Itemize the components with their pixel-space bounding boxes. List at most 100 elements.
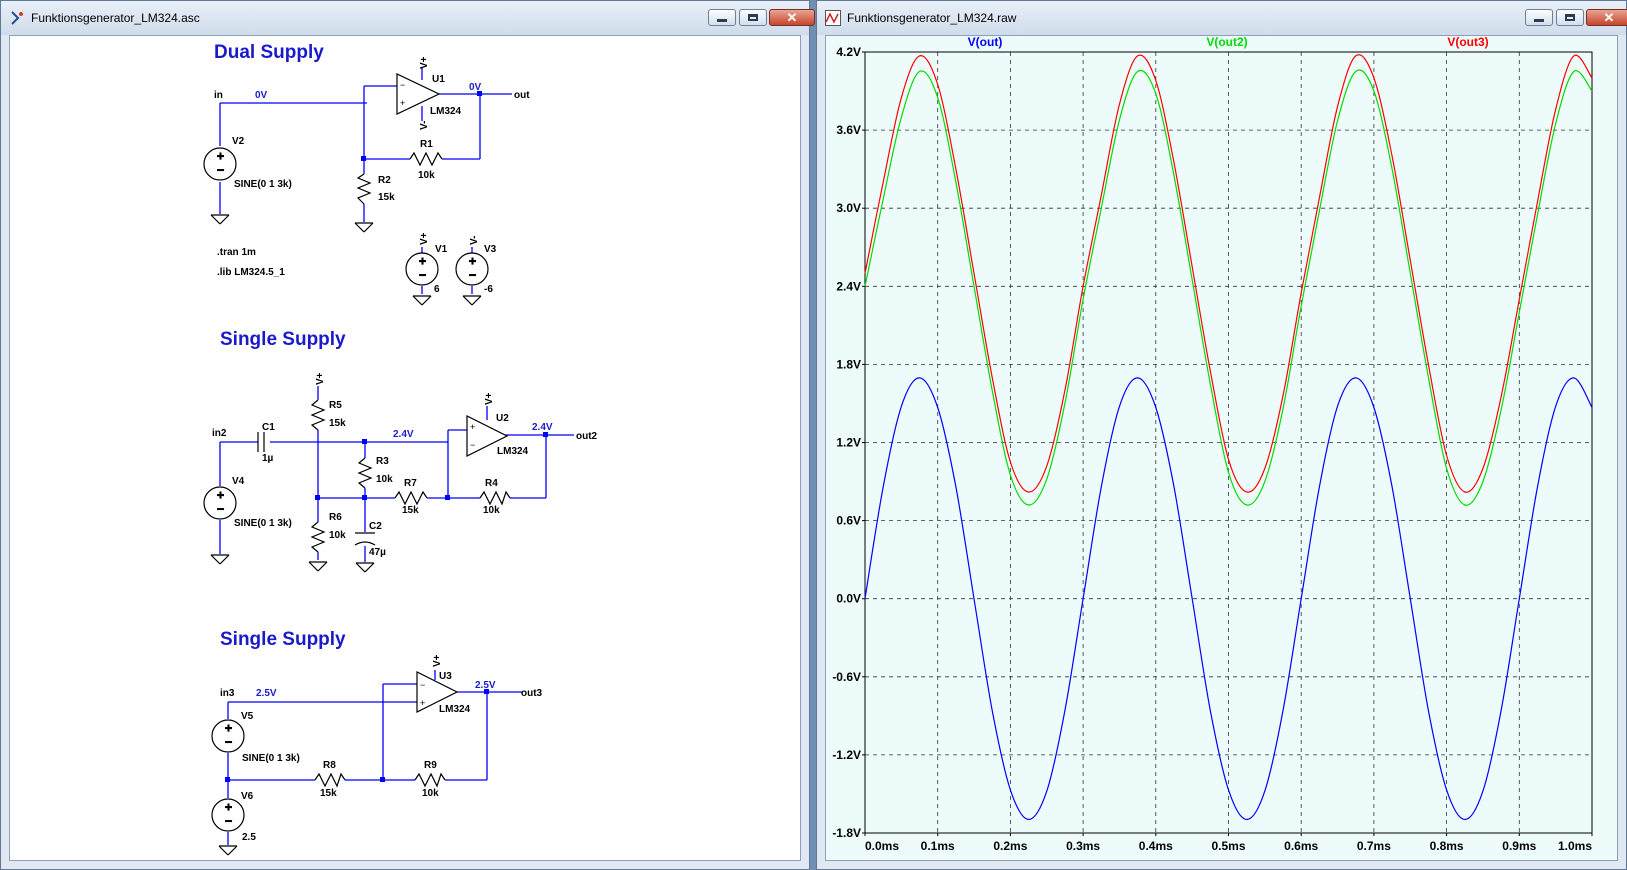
net-label-in3: in3 <box>220 688 235 699</box>
y-tick-label: -1.8V <box>832 826 861 840</box>
close-icon: ✕ <box>786 10 798 25</box>
ref-r3: R3 <box>376 456 389 467</box>
voltage-in3: 2.5V <box>256 688 277 699</box>
circuit-dual-supply[interactable] <box>219 67 512 294</box>
opamp-u1[interactable] <box>396 73 441 115</box>
ref-r2: R2 <box>378 175 391 186</box>
waveform-close-button[interactable]: ✕ <box>1586 9 1627 26</box>
y-tick-labels: 4.2V3.6V3.0V2.4V1.8V1.2V0.6V0.0V-0.6V-1.… <box>832 45 865 840</box>
ref-v5: V5 <box>241 711 254 722</box>
schematic-titlebar[interactable]: Funktionsgenerator_LM324.asc ✕ <box>1 1 815 35</box>
ref-v1: V1 <box>435 244 448 255</box>
source-v2[interactable] <box>203 147 237 181</box>
ref-v3: V3 <box>484 244 497 255</box>
ref-v4: V4 <box>232 476 245 487</box>
maximize-icon <box>748 14 758 21</box>
ref-r5: R5 <box>329 400 342 411</box>
y-tick-label: 2.4V <box>836 279 861 293</box>
schematic-window: Funktionsgenerator_LM324.asc ✕ +− Dual S… <box>0 0 815 870</box>
spec-v5: SINE(0 1 3k) <box>242 753 300 764</box>
circuit2-components <box>203 399 511 573</box>
y-tick-label: 3.6V <box>836 123 861 137</box>
source-v5[interactable] <box>211 719 245 753</box>
schematic-drawing[interactable]: +− Dual Supply Single Supply Single Supp… <box>10 36 802 862</box>
u2-vplus: V+ <box>484 392 495 405</box>
y-tick-label: -1.2V <box>832 748 861 762</box>
x-tick-label: 1.0ms <box>1558 839 1592 853</box>
x-tick-label: 0.0ms <box>865 839 899 853</box>
legend-v-out2[interactable]: V(out2) <box>1206 36 1247 49</box>
close-icon: ✕ <box>1603 10 1615 25</box>
waveform-maximize-button[interactable] <box>1556 9 1584 26</box>
resistor-r4[interactable] <box>479 490 511 506</box>
opamp-u3[interactable] <box>416 671 459 713</box>
spec-v2: SINE(0 1 3k) <box>234 179 292 190</box>
source-v3[interactable] <box>455 252 489 286</box>
voltage-out2: 2.4V <box>532 422 553 433</box>
minimize-icon <box>717 19 727 22</box>
trace-vout[interactable] <box>864 377 1593 821</box>
y-tick-label: 1.2V <box>836 436 861 450</box>
resistor-r5[interactable] <box>310 399 326 431</box>
resistor-r9[interactable] <box>414 772 446 788</box>
schematic-canvas[interactable]: +− Dual Supply Single Supply Single Supp… <box>9 35 801 861</box>
x-tick-label: 0.3ms <box>1066 839 1100 853</box>
x-tick-label: 0.5ms <box>1211 839 1245 853</box>
circuit3-components <box>211 671 459 856</box>
resistor-r3[interactable] <box>357 457 373 489</box>
resistor-r1[interactable] <box>409 151 443 167</box>
waveform-plot[interactable]: 4.2V3.6V3.0V2.4V1.8V1.2V0.6V0.0V-0.6V-1.… <box>826 36 1619 862</box>
x-tick-label: 0.1ms <box>921 839 955 853</box>
node-v1: V+ <box>419 232 430 245</box>
x-tick-label: 0.4ms <box>1139 839 1173 853</box>
heading-single-supply-1: Single Supply <box>220 329 346 350</box>
opamp-u2[interactable] <box>466 415 509 457</box>
resistor-r7[interactable] <box>394 490 428 506</box>
ref-r1: R1 <box>420 139 433 150</box>
u1-vminus: V- <box>419 121 430 130</box>
waveform-minimize-button[interactable] <box>1525 9 1553 26</box>
y-tick-label: 0.0V <box>836 592 861 606</box>
y-tick-label: 3.0V <box>836 201 861 215</box>
legend-v-out[interactable]: V(out) <box>968 36 1003 49</box>
ref-c2: C2 <box>369 521 382 532</box>
ref-r6: R6 <box>329 512 342 523</box>
schematic-maximize-button[interactable] <box>739 9 767 26</box>
svg-text:−: − <box>470 440 475 450</box>
waveform-window-title: Funktionsgenerator_LM324.raw <box>847 11 1017 25</box>
val-c2: 47µ <box>369 547 386 558</box>
net-label-out2: out2 <box>576 431 598 442</box>
voltage-out3: 2.5V <box>475 680 496 691</box>
resistor-r6[interactable] <box>310 521 326 553</box>
plot-traces[interactable] <box>864 54 1593 821</box>
schematic-minimize-button[interactable] <box>708 9 736 26</box>
model-u3: LM324 <box>439 704 471 715</box>
x-tick-label: 0.8ms <box>1430 839 1464 853</box>
resistor-r2[interactable] <box>356 173 372 205</box>
ref-v2: V2 <box>232 136 245 147</box>
ref-c1: C1 <box>262 422 275 433</box>
ref-u2: U2 <box>496 413 509 424</box>
schematic-close-button[interactable]: ✕ <box>769 9 815 26</box>
y-tick-label: 0.6V <box>836 514 861 528</box>
ref-v6: V6 <box>241 791 254 802</box>
spec-v4: SINE(0 1 3k) <box>234 518 292 529</box>
ref-r8: R8 <box>323 760 336 771</box>
val-c1: 1µ <box>262 453 274 464</box>
ref-r9: R9 <box>424 760 437 771</box>
schematic-app-icon <box>11 11 23 25</box>
source-v1[interactable] <box>405 252 439 286</box>
y-tick-label: 1.8V <box>836 357 861 371</box>
circuit-single-supply-1[interactable] <box>219 386 574 562</box>
trace-vout3[interactable] <box>864 54 1593 493</box>
trace-vout2[interactable] <box>864 69 1593 506</box>
source-v6[interactable] <box>211 798 245 832</box>
svg-text:+: + <box>470 422 475 432</box>
trace-legend[interactable]: V(out) V(out2) V(out3) <box>968 36 1489 49</box>
resistor-r8[interactable] <box>314 772 346 788</box>
val-r4: 10k <box>483 505 500 516</box>
legend-v-out3[interactable]: V(out3) <box>1447 36 1488 49</box>
source-v4[interactable] <box>203 486 237 520</box>
waveform-titlebar[interactable]: Funktionsgenerator_LM324.raw ✕ <box>817 1 1627 35</box>
